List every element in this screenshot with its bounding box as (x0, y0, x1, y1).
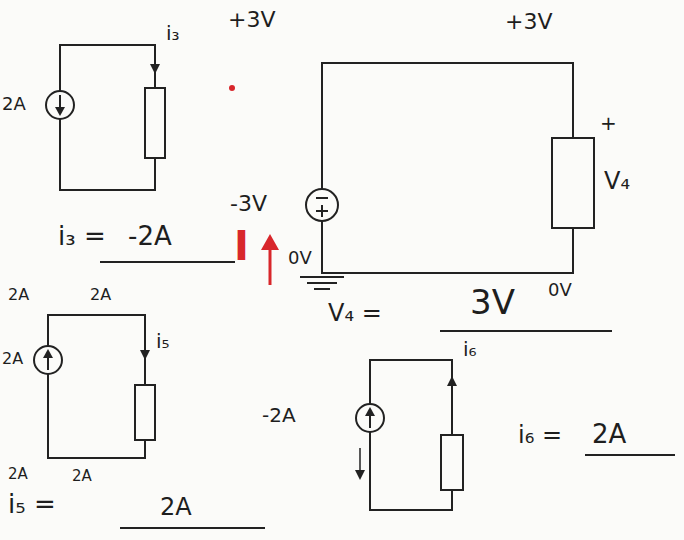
answer-prefix: V₄ = (328, 300, 382, 326)
node-voltage: 0V (548, 280, 572, 300)
arrow-head (447, 376, 457, 386)
arrow-head (43, 349, 53, 358)
source-value: 2A (2, 350, 23, 368)
source-value: -2A (262, 404, 296, 426)
marker-dot (229, 85, 235, 91)
arrow-head (55, 107, 65, 116)
plus-sign (321, 205, 323, 217)
current-note: 2A (8, 466, 28, 483)
current-note: 2A (90, 286, 111, 304)
arrow-head (150, 64, 160, 74)
voltage-source-symbol (306, 189, 338, 221)
answer-value: 2A (592, 420, 626, 449)
current-note: 2A (8, 286, 29, 304)
current-name: i₃ (166, 22, 180, 44)
ground-symbol (307, 282, 337, 284)
node-voltage: +3V (228, 8, 275, 32)
resistor-symbol (145, 88, 165, 158)
current-arrow (144, 322, 146, 352)
current-name: i₆ (463, 338, 477, 360)
source-value: 2A (2, 94, 26, 114)
wire (370, 432, 452, 510)
wire (322, 63, 573, 189)
wire (322, 221, 573, 273)
current-arrow (451, 385, 453, 425)
node-voltage: +3V (505, 10, 552, 34)
current-name: i₅ (156, 330, 170, 352)
answer-value: 3V (470, 284, 515, 321)
wire (48, 374, 145, 458)
ground-symbol (300, 276, 344, 278)
ground-symbol (314, 288, 330, 290)
current-arrow (269, 246, 272, 285)
arrow-head (140, 350, 150, 360)
answer-value: -2A (128, 222, 172, 251)
arrow-head (261, 234, 279, 250)
current-source-symbol (46, 91, 74, 119)
answer-prefix: i₃ = (58, 222, 106, 251)
current-source-symbol (356, 404, 384, 432)
resistor-symbol (441, 435, 463, 490)
answer-underline (585, 454, 675, 456)
resistor-symbol (552, 138, 594, 228)
answer-value: 2A (160, 494, 192, 520)
answer-underline (100, 261, 235, 263)
wire (60, 45, 155, 91)
answer-underline (120, 527, 265, 529)
current-source-symbol (34, 346, 62, 374)
current-name: I (234, 224, 249, 268)
arrow-head (355, 470, 365, 480)
answer-prefix: i₅ = (8, 490, 56, 519)
arrow-head (365, 407, 375, 416)
current-arrow (359, 448, 361, 472)
current-note: 2A (72, 468, 92, 485)
answer-prefix: i₆ = (518, 422, 562, 448)
minus-sign (316, 197, 328, 199)
node-voltage: 0V (288, 248, 312, 268)
answer-underline (440, 330, 612, 332)
voltage-name: V₄ (604, 168, 630, 194)
resistor-symbol (135, 385, 155, 440)
wire (48, 315, 145, 385)
polarity-mark: + (600, 112, 617, 134)
wire (60, 119, 155, 190)
current-arrow (154, 50, 156, 66)
source-value: -3V (230, 192, 267, 216)
